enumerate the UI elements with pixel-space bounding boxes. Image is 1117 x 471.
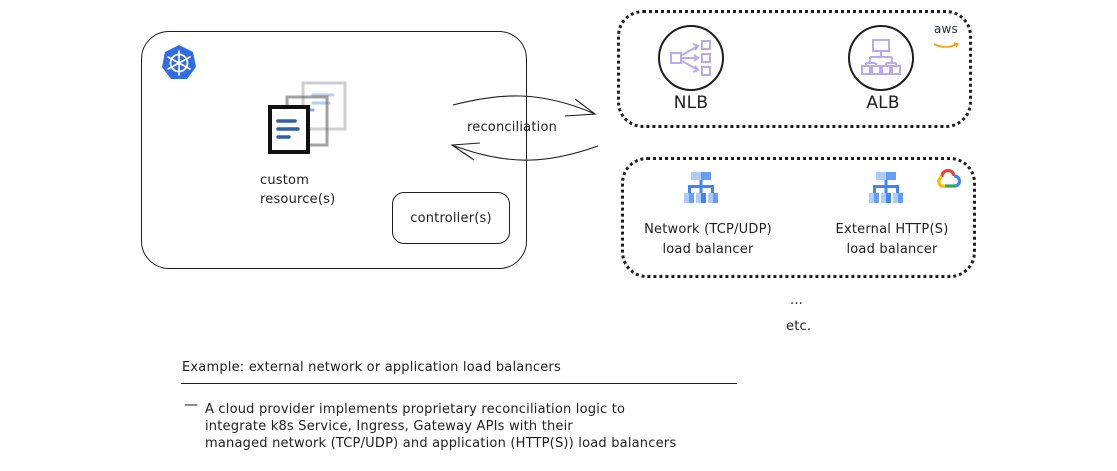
alb-circle bbox=[848, 25, 914, 91]
gcp-provider-group bbox=[621, 157, 976, 278]
example-description-line: managed network (TCP/UDP) and applicatio… bbox=[205, 436, 677, 451]
bullet-dash: — bbox=[184, 397, 199, 413]
stacked-documents-icon bbox=[268, 81, 347, 154]
gcp-network-lb-label-line1: Network (TCP/UDP) bbox=[644, 222, 772, 237]
gcp-http-load-balancing-icon bbox=[869, 172, 903, 203]
controller-label: controller(s) bbox=[410, 210, 492, 226]
arrow-to-provider bbox=[452, 95, 596, 115]
controller-box: controller(s) bbox=[392, 192, 510, 244]
alb-label: ALB bbox=[866, 93, 900, 113]
network-load-balancer-icon bbox=[670, 40, 711, 76]
example-description-line: A cloud provider implements proprietary … bbox=[205, 402, 626, 417]
custom-resources-label-line1: custom bbox=[260, 173, 310, 188]
custom-resources-label: custom resource(s) bbox=[260, 171, 335, 209]
example-title: Example: external network or application… bbox=[182, 360, 561, 375]
reconciliation-arrows bbox=[450, 95, 599, 161]
gcp-network-load-balancing-icon bbox=[684, 172, 718, 203]
gcp-network-lb-label-line2: load balancer bbox=[662, 242, 754, 257]
gcp-http-lb-label: External HTTP(S) load balancer bbox=[808, 220, 976, 260]
more-etc-label: etc. bbox=[786, 319, 812, 334]
aws-logo-icon: aws bbox=[931, 22, 961, 48]
reconciliation-label: reconciliation bbox=[467, 120, 558, 135]
application-load-balancer-icon bbox=[861, 39, 901, 75]
example-description-line: integrate k8s Service, Ingress, Gateway … bbox=[205, 419, 573, 434]
gcp-http-lb-label-line1: External HTTP(S) bbox=[835, 222, 949, 237]
aws-logo-text: aws bbox=[933, 22, 959, 36]
custom-resources-label-line2: resource(s) bbox=[260, 192, 336, 207]
gcp-network-lb-label: Network (TCP/UDP) load balancer bbox=[624, 220, 792, 260]
kubernetes-icon bbox=[162, 45, 196, 79]
more-ellipsis: ... bbox=[790, 293, 803, 308]
google-cloud-icon bbox=[937, 169, 961, 188]
example-divider bbox=[181, 383, 737, 384]
arrow-to-provider-head bbox=[564, 98, 597, 117]
arrow-to-cluster-head bbox=[450, 142, 481, 161]
nlb-label: NLB bbox=[673, 93, 709, 113]
aws-provider-group bbox=[617, 10, 972, 128]
gcp-http-lb-label-line2: load balancer bbox=[846, 242, 938, 257]
arrow-to-cluster bbox=[451, 144, 599, 161]
nlb-circle bbox=[658, 25, 724, 91]
aws-smile-icon bbox=[933, 42, 960, 48]
kubernetes-cluster-box bbox=[141, 31, 527, 269]
example-description: A cloud provider implements proprietary … bbox=[205, 401, 676, 452]
